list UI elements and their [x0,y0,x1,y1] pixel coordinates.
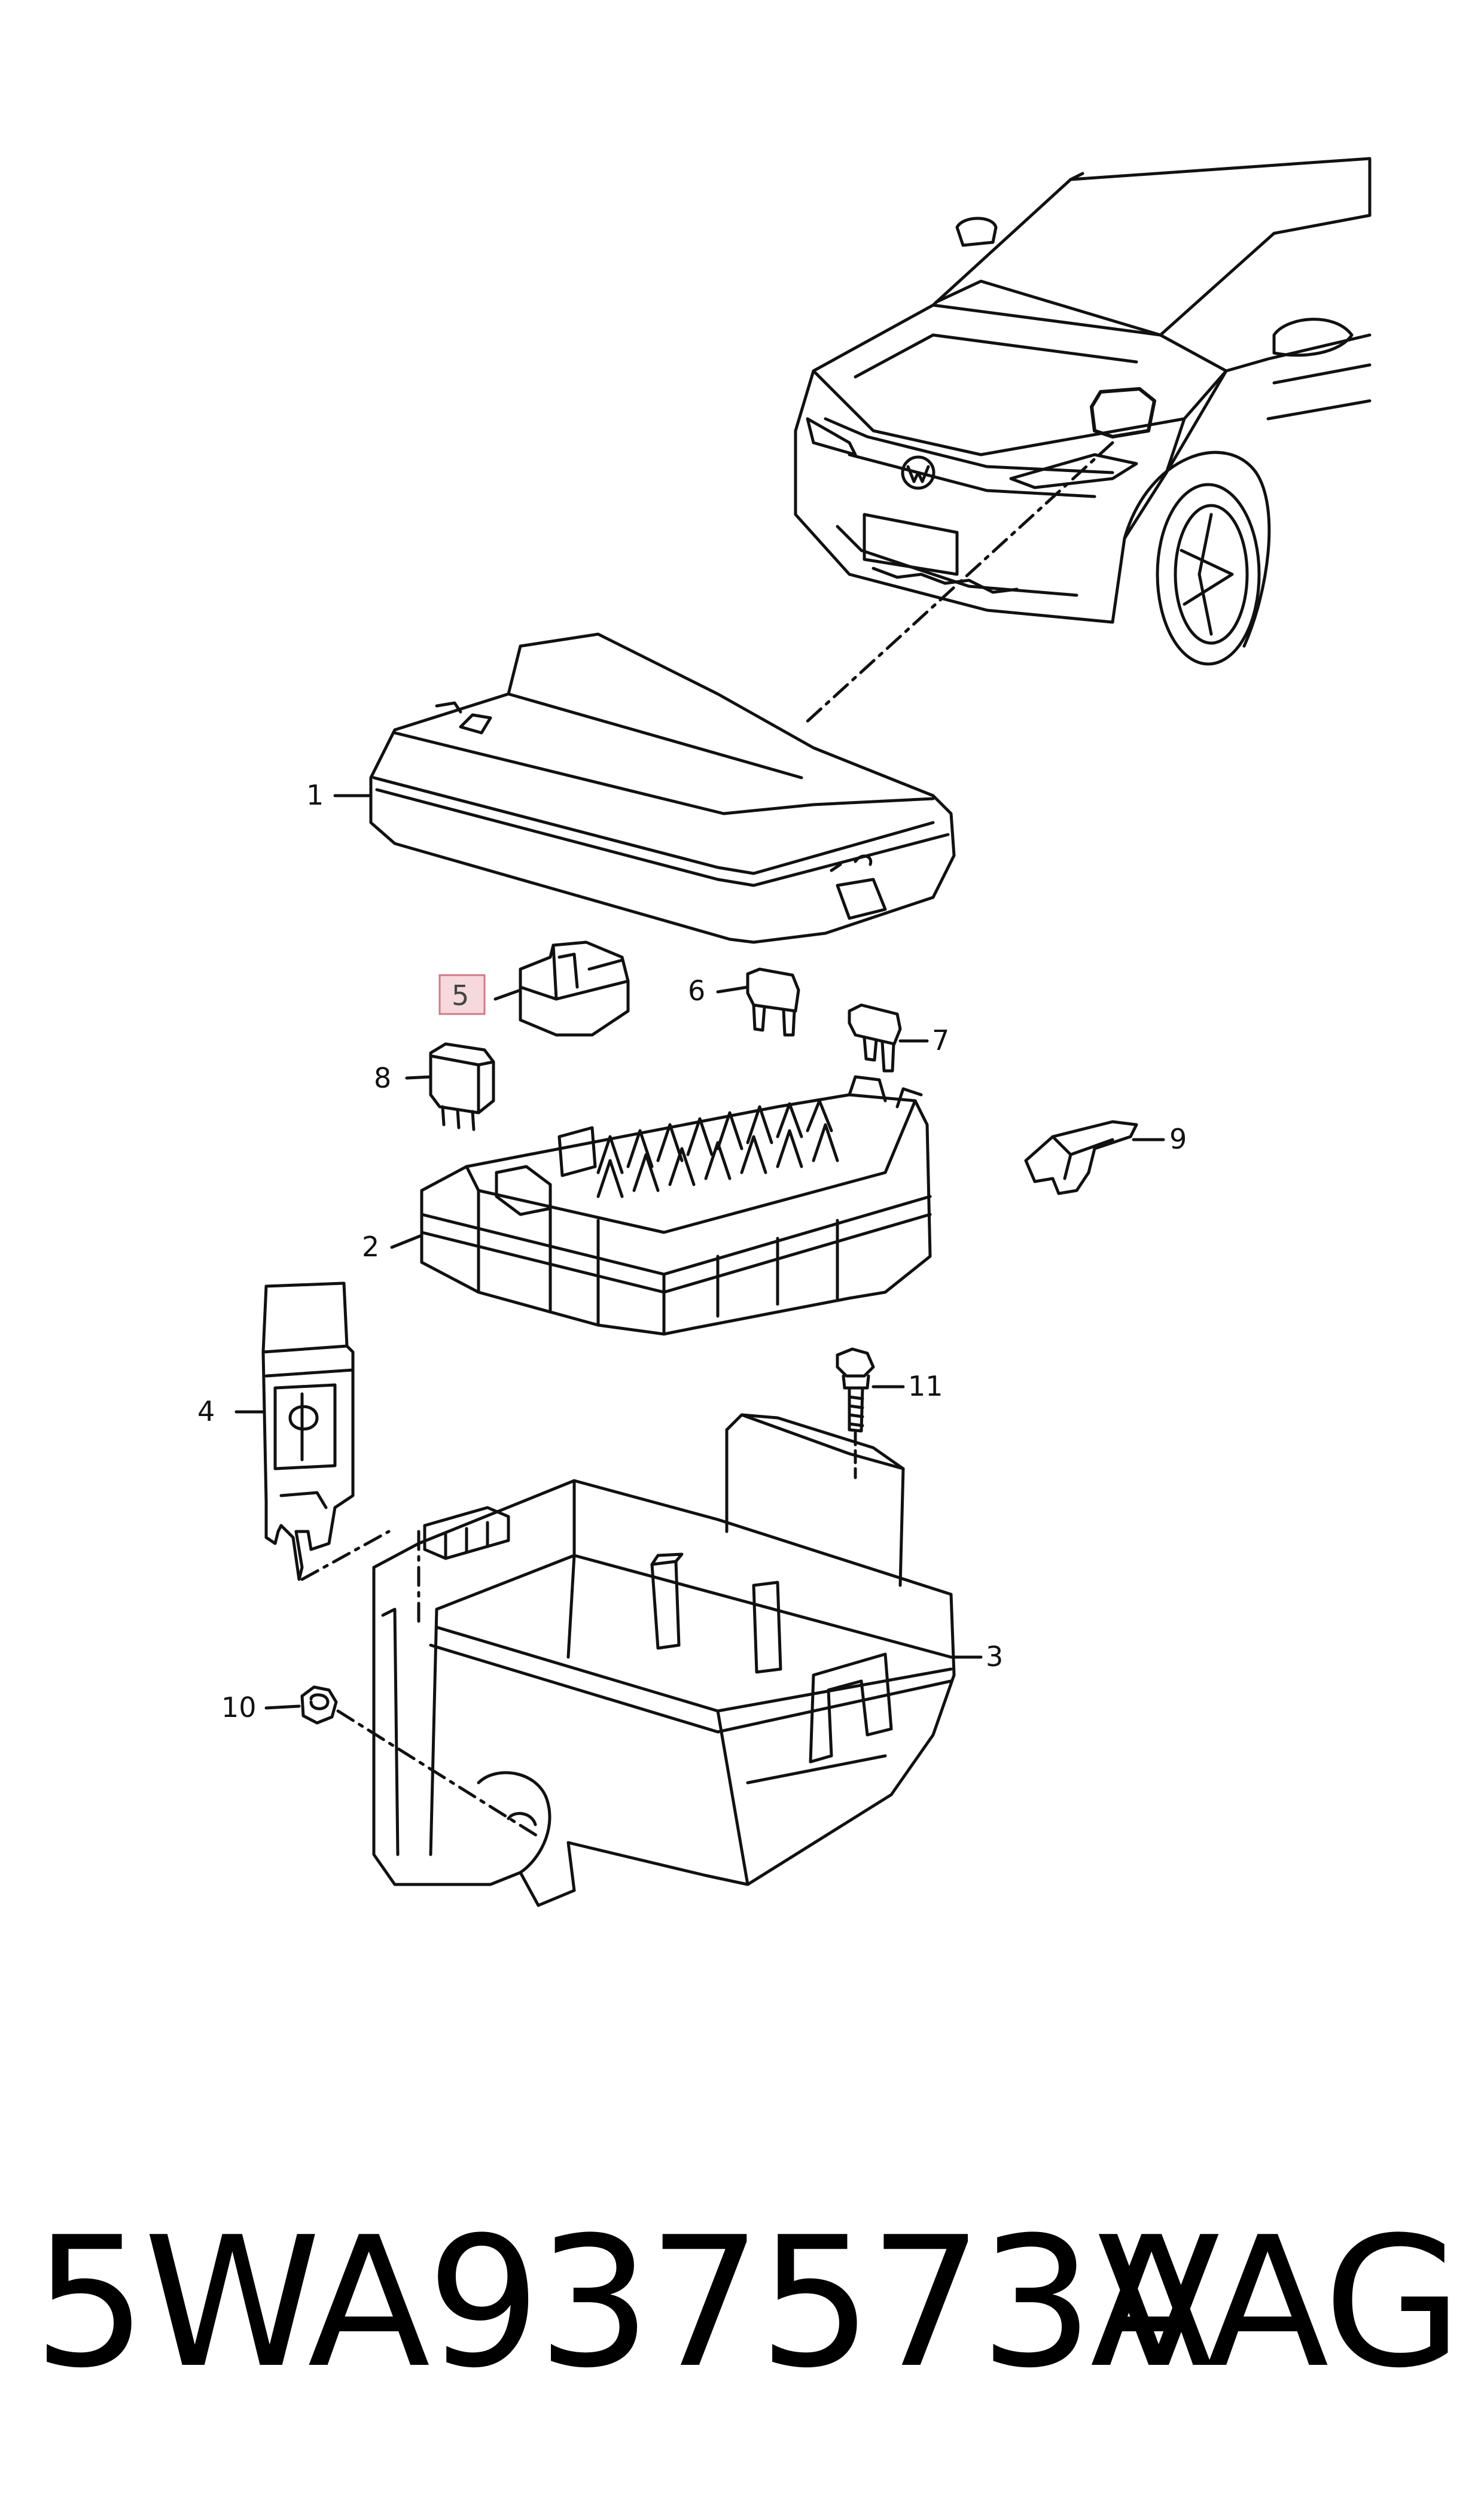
callout-10: 10 [221,1691,257,1724]
part-8-relay [429,1042,495,1131]
callout-3: 3 [986,1640,1003,1673]
part-7-fuse [848,1003,902,1073]
part-9-clip [1024,1120,1138,1195]
callout-2: 2 [362,1231,379,1263]
part-5-relay-holder [519,940,630,1037]
vehicle-illustration [794,157,1372,666]
callout-5-highlight [438,974,486,1015]
callout-5: 5 [452,979,469,1012]
callout-6: 6 [688,975,705,1007]
callout-4: 4 [197,1395,215,1427]
part-10-nut [300,1685,338,1725]
callout-9: 9 [1169,1123,1187,1155]
callout-7: 7 [932,1024,949,1056]
part-4-bracket [261,1281,355,1581]
part-1-cover [369,632,956,944]
part-3-housing [372,1413,956,1907]
callout-1: 1 [306,779,324,811]
brand-label: VAG [1097,2199,1462,2407]
callout-8: 8 [374,1062,391,1094]
part-6-fuse [746,967,800,1037]
part-number: 5WA937573A [33,2199,1213,2407]
part-11-bolt [836,1347,875,1433]
callout-11: 11 [908,1370,943,1402]
part-2-fuse-carrier [420,1075,932,1336]
